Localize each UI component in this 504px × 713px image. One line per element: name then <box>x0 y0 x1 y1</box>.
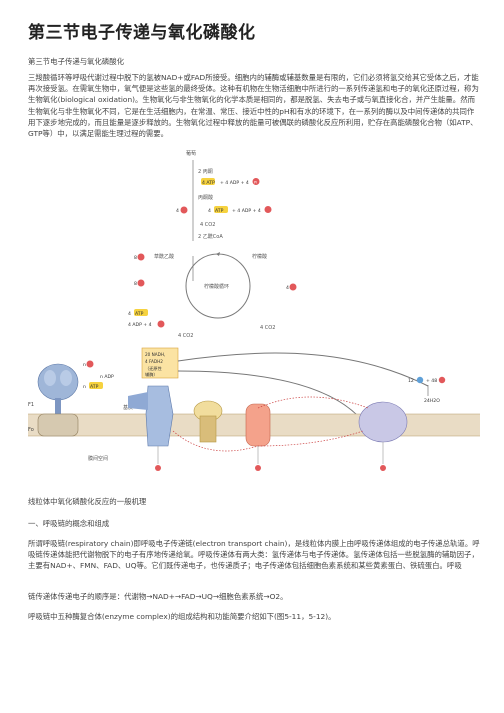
svg-text:12: 12 <box>408 378 414 384</box>
svg-text:Pi: Pi <box>254 181 257 185</box>
label-cycle: 柠檬酸循环 <box>204 283 229 290</box>
svg-text:4: 4 <box>128 311 131 317</box>
atp-mid-row: 4 ATP 4 ADP + 4 <box>128 309 165 328</box>
complex-i <box>128 385 174 447</box>
h-left-group: 8 8 <box>134 253 145 287</box>
svg-text:ATP: ATP <box>135 311 144 317</box>
subtitle: 第三节电子传递与氧化磷酸化 <box>28 57 125 66</box>
proton-arrows <box>157 442 384 464</box>
intro-paragraph: 三羧酸循环等呼吸代谢过程中脱下的氢被NAD+或FAD所接受。细胞内的辅酶或辅基数… <box>28 73 479 139</box>
svg-text:4 ADP + 4: 4 ADP + 4 <box>128 322 152 328</box>
figure-caption: 线粒体中氧化磷酸化反应的一般机理 <box>28 497 147 506</box>
svg-text:8: 8 <box>134 255 137 261</box>
paragraph-sequence: 链传递体传递电子的顺序是：代谢物→NAD+→FAD→UQ→细胞色素系统→O2。 <box>28 592 288 601</box>
svg-text:ATP: ATP <box>90 384 99 390</box>
label-f1: F1 <box>28 402 34 408</box>
atp-synthase: F1 Fo <box>28 363 79 437</box>
svg-text:8: 8 <box>134 281 137 287</box>
svg-text:20 NADH,: 20 NADH, <box>145 352 165 357</box>
svg-text:+ 48: + 48 <box>426 378 437 384</box>
nadh-box: 20 NADH, 4 FADH2 （还原性 辅酶） <box>141 347 179 379</box>
complex-iv <box>358 401 408 443</box>
svg-text:（还原性: （还原性 <box>145 365 162 372</box>
section-heading: 一、呼吸链的概念和组成 <box>28 519 110 528</box>
svg-text:n ADP: n ADP <box>100 374 114 380</box>
complex-ii <box>193 400 223 443</box>
label-pyruvate-step: 2 丙酮 <box>198 169 213 175</box>
svg-text:24H2O: 24H2O <box>424 398 440 404</box>
label-intermembrane: 膜间空间 <box>88 455 108 462</box>
page-title: 第三节电子传递与氧化磷酸化 <box>28 23 256 43</box>
svg-text:4: 4 <box>208 208 211 214</box>
label-fo: Fo <box>28 427 34 433</box>
svg-text:ATP: ATP <box>215 208 224 214</box>
svg-text:4: 4 <box>176 208 179 214</box>
complex-iii <box>245 403 271 447</box>
svg-text:+ 4 ADP + 4: + 4 ADP + 4 <box>220 180 249 186</box>
h-row-top: 4 4 ATP + 4 ADP + 4 <box>176 206 272 214</box>
label-pyruvate: 丙酮酸 <box>198 194 213 201</box>
label-glucose: 葡萄 <box>186 150 196 157</box>
h-right-group: 4 <box>286 283 297 291</box>
svg-text:4 ATP: 4 ATP <box>202 180 215 186</box>
label-co2-low: 4 CO2 <box>178 333 193 339</box>
label-acetyl-coa: 2 乙酰CoA <box>198 233 223 240</box>
paragraph-respiratory-chain: 所谓呼吸链(respiratory chain)即呼吸电子传递链(electro… <box>28 539 480 571</box>
svg-text:4 FADH2: 4 FADH2 <box>145 359 163 364</box>
citric-acid-cycle: 柠檬酸循环 草酰乙酸 柠檬酸 <box>154 252 267 319</box>
label-oxaloacetate: 草酰乙酸 <box>154 253 174 260</box>
paragraph-enzyme-complex: 呼吸链中五种酶复合体(enzyme complex)的组成结构和功能简要介绍如下… <box>28 612 336 621</box>
svg-text:n: n <box>83 363 86 368</box>
atp-row-top: 4 ATP + 4 ADP + 4 Pi <box>201 178 260 186</box>
label-co2-low2: 4 CO2 <box>260 325 275 331</box>
label-citrate: 柠檬酸 <box>252 253 267 260</box>
svg-text:n: n <box>83 385 86 390</box>
label-co2-mid: 4 CO2 <box>200 222 215 228</box>
oxygen-water: 12 + 48 24H2O <box>408 376 446 404</box>
atp-synthase-inputs: n n ADP n ATP <box>83 360 114 390</box>
oxidative-phosphorylation-figure: 葡萄 2 丙酮 4 ATP + 4 ADP + 4 Pi 丙酮酸 4 4 ATP… <box>28 150 480 471</box>
svg-text:+ 4 ADP + 4: + 4 ADP + 4 <box>232 208 261 214</box>
svg-text:辅酶）: 辅酶） <box>145 371 158 378</box>
svg-text:4: 4 <box>286 285 289 291</box>
